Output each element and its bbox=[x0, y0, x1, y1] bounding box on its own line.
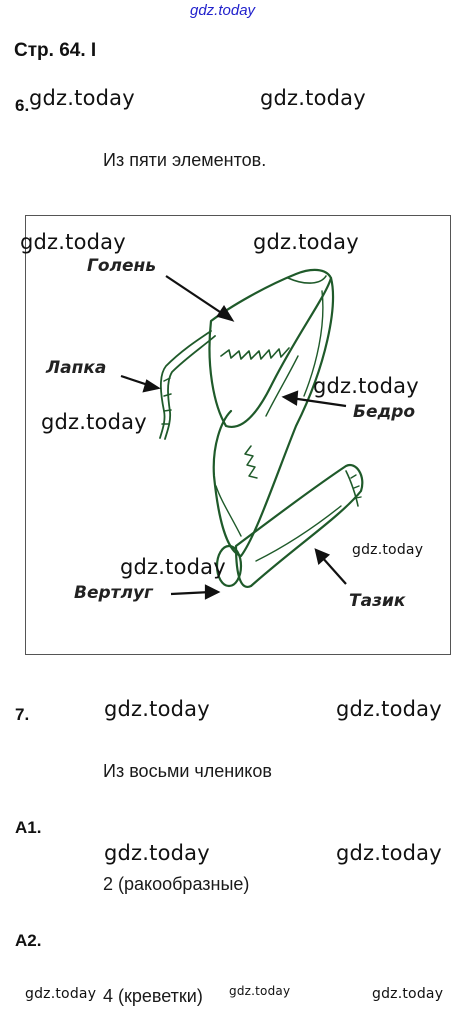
a2-number: А2. bbox=[15, 931, 42, 950]
femur-pointer bbox=[290, 396, 347, 408]
label-tibia: Голень bbox=[87, 256, 156, 276]
watermark: gdz.today bbox=[104, 841, 210, 865]
tibia-spines bbox=[220, 347, 290, 360]
label-femur: Бедро bbox=[353, 402, 416, 422]
a1-answer: 2 (ракообразные) bbox=[103, 874, 250, 894]
label-trochanter: Вертлуг bbox=[74, 583, 153, 603]
label-coxa: Тазик bbox=[349, 591, 406, 611]
page-heading: Стр. 64. I bbox=[14, 40, 97, 61]
watermark: gdz.today bbox=[229, 984, 291, 998]
watermark: gdz.today bbox=[120, 555, 226, 579]
coxa-shape bbox=[234, 463, 364, 589]
watermark: gdz.today bbox=[253, 230, 359, 254]
watermark: gdz.today bbox=[104, 697, 210, 721]
a1-number: А1. bbox=[15, 818, 42, 837]
q7-answer: Из восьми члеников bbox=[103, 761, 272, 781]
coxa-pointer bbox=[320, 555, 347, 585]
watermark: gdz.today bbox=[260, 86, 366, 110]
q7-number: 7. bbox=[15, 705, 30, 724]
tibia-shape bbox=[208, 268, 333, 429]
tibia-pointer bbox=[165, 275, 227, 317]
watermark: gdz.today bbox=[29, 86, 135, 110]
q6-number: 6. bbox=[15, 96, 30, 115]
tarsus-shape bbox=[159, 330, 212, 439]
q6-answer: Из пяти элементов. bbox=[103, 150, 267, 170]
watermark: gdz.today bbox=[20, 230, 126, 254]
watermark: gdz.today bbox=[336, 841, 442, 865]
trochanter-pointer bbox=[170, 590, 212, 596]
watermark: gdz.today bbox=[41, 410, 147, 434]
leg-figure: Голень Лапка Бедро Вертлуг Тазик bbox=[25, 215, 451, 655]
watermark: gdz.today bbox=[372, 986, 444, 1002]
insect-leg-drawing bbox=[120, 268, 364, 600]
femur-shape bbox=[212, 276, 334, 558]
watermark: gdz.today bbox=[336, 697, 442, 721]
top-watermark: gdz.today bbox=[190, 2, 256, 19]
a2-answer: 4 (креветки) bbox=[103, 986, 203, 1006]
watermark: gdz.today bbox=[352, 542, 424, 558]
watermark: gdz.today bbox=[313, 374, 419, 398]
watermark: gdz.today bbox=[25, 986, 97, 1002]
trochanter-shape bbox=[215, 544, 243, 588]
label-tarsus: Лапка bbox=[46, 358, 107, 378]
